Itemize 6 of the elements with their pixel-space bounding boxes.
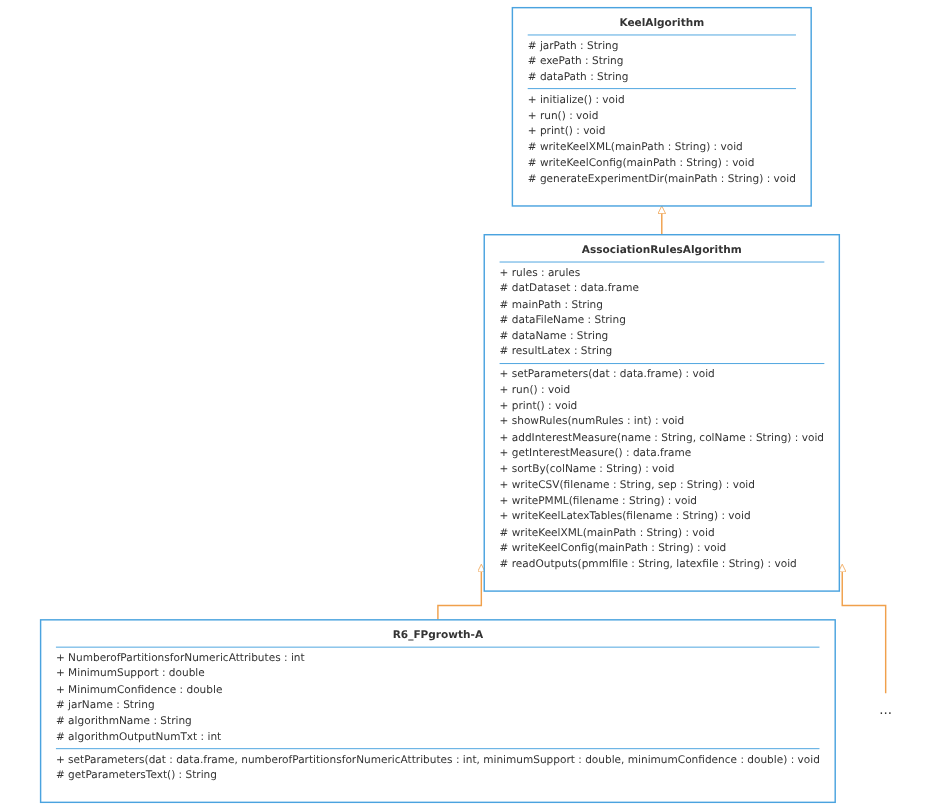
arrow — [437, 563, 486, 621]
arrow — [657, 205, 667, 236]
node-box — [39, 619, 836, 804]
arrow — [837, 563, 887, 695]
node-box — [511, 6, 812, 207]
node-box — [483, 234, 841, 592]
